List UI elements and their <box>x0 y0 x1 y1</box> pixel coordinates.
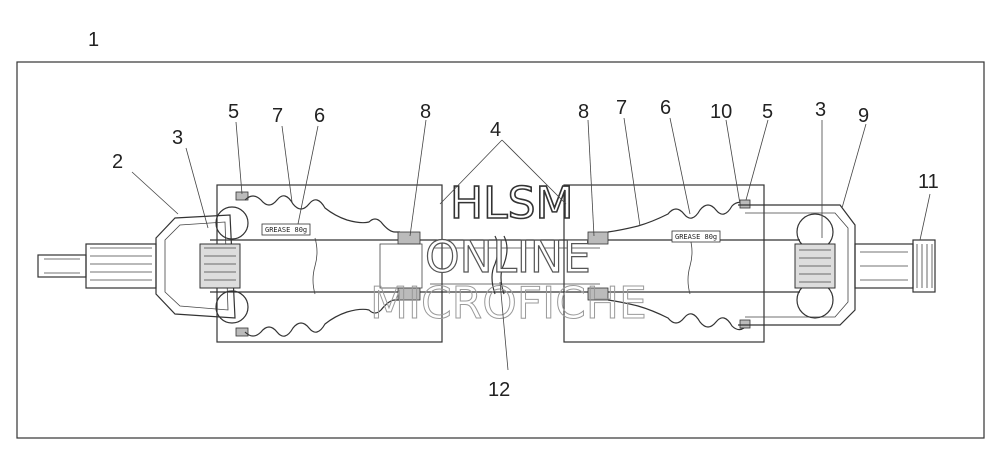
watermark-line2: ONLINE <box>425 232 591 283</box>
callout-7-right: 7 <box>616 97 627 119</box>
callout-4: 4 <box>490 119 501 141</box>
right-spline-stub <box>854 239 936 293</box>
leader-lines <box>131 117 931 371</box>
callout-6-left: 6 <box>314 105 325 127</box>
callout-7-left: 7 <box>272 105 283 127</box>
left-boot-grease-label: GREASE 80g <box>265 226 307 234</box>
watermark: HLSM ONLINE MICROFICHE <box>370 177 648 329</box>
callout-8-right: 8 <box>578 101 589 123</box>
callout-2: 2 <box>112 151 123 173</box>
callout-8-left: 8 <box>420 101 431 123</box>
callout-11: 11 <box>918 171 939 193</box>
callout-10: 10 <box>710 101 732 123</box>
callout-3-left: 3 <box>172 127 183 149</box>
right-boot-box <box>563 184 765 343</box>
watermark-line1: HLSM <box>450 178 574 229</box>
right-inner-housing <box>738 204 856 326</box>
callouts: 1 2 3 5 7 6 8 4 8 7 6 10 5 3 9 11 12 <box>88 29 939 401</box>
callout-12: 12 <box>488 379 510 401</box>
diagram-frame <box>16 61 985 439</box>
watermark-line3: MICROFICHE <box>370 278 647 329</box>
callout-3-right: 3 <box>815 99 826 121</box>
right-boot-grease-label: GREASE 80g <box>675 233 717 241</box>
left-outer-housing <box>155 191 249 337</box>
left-spline-stub <box>37 243 157 289</box>
right-boot <box>587 199 751 331</box>
left-boot <box>244 195 423 337</box>
callout-6-right: 6 <box>660 97 671 119</box>
callout-5-left: 5 <box>228 101 239 123</box>
callout-5-right: 5 <box>762 101 773 123</box>
callout-9: 9 <box>858 105 869 127</box>
callout-1: 1 <box>88 29 99 51</box>
